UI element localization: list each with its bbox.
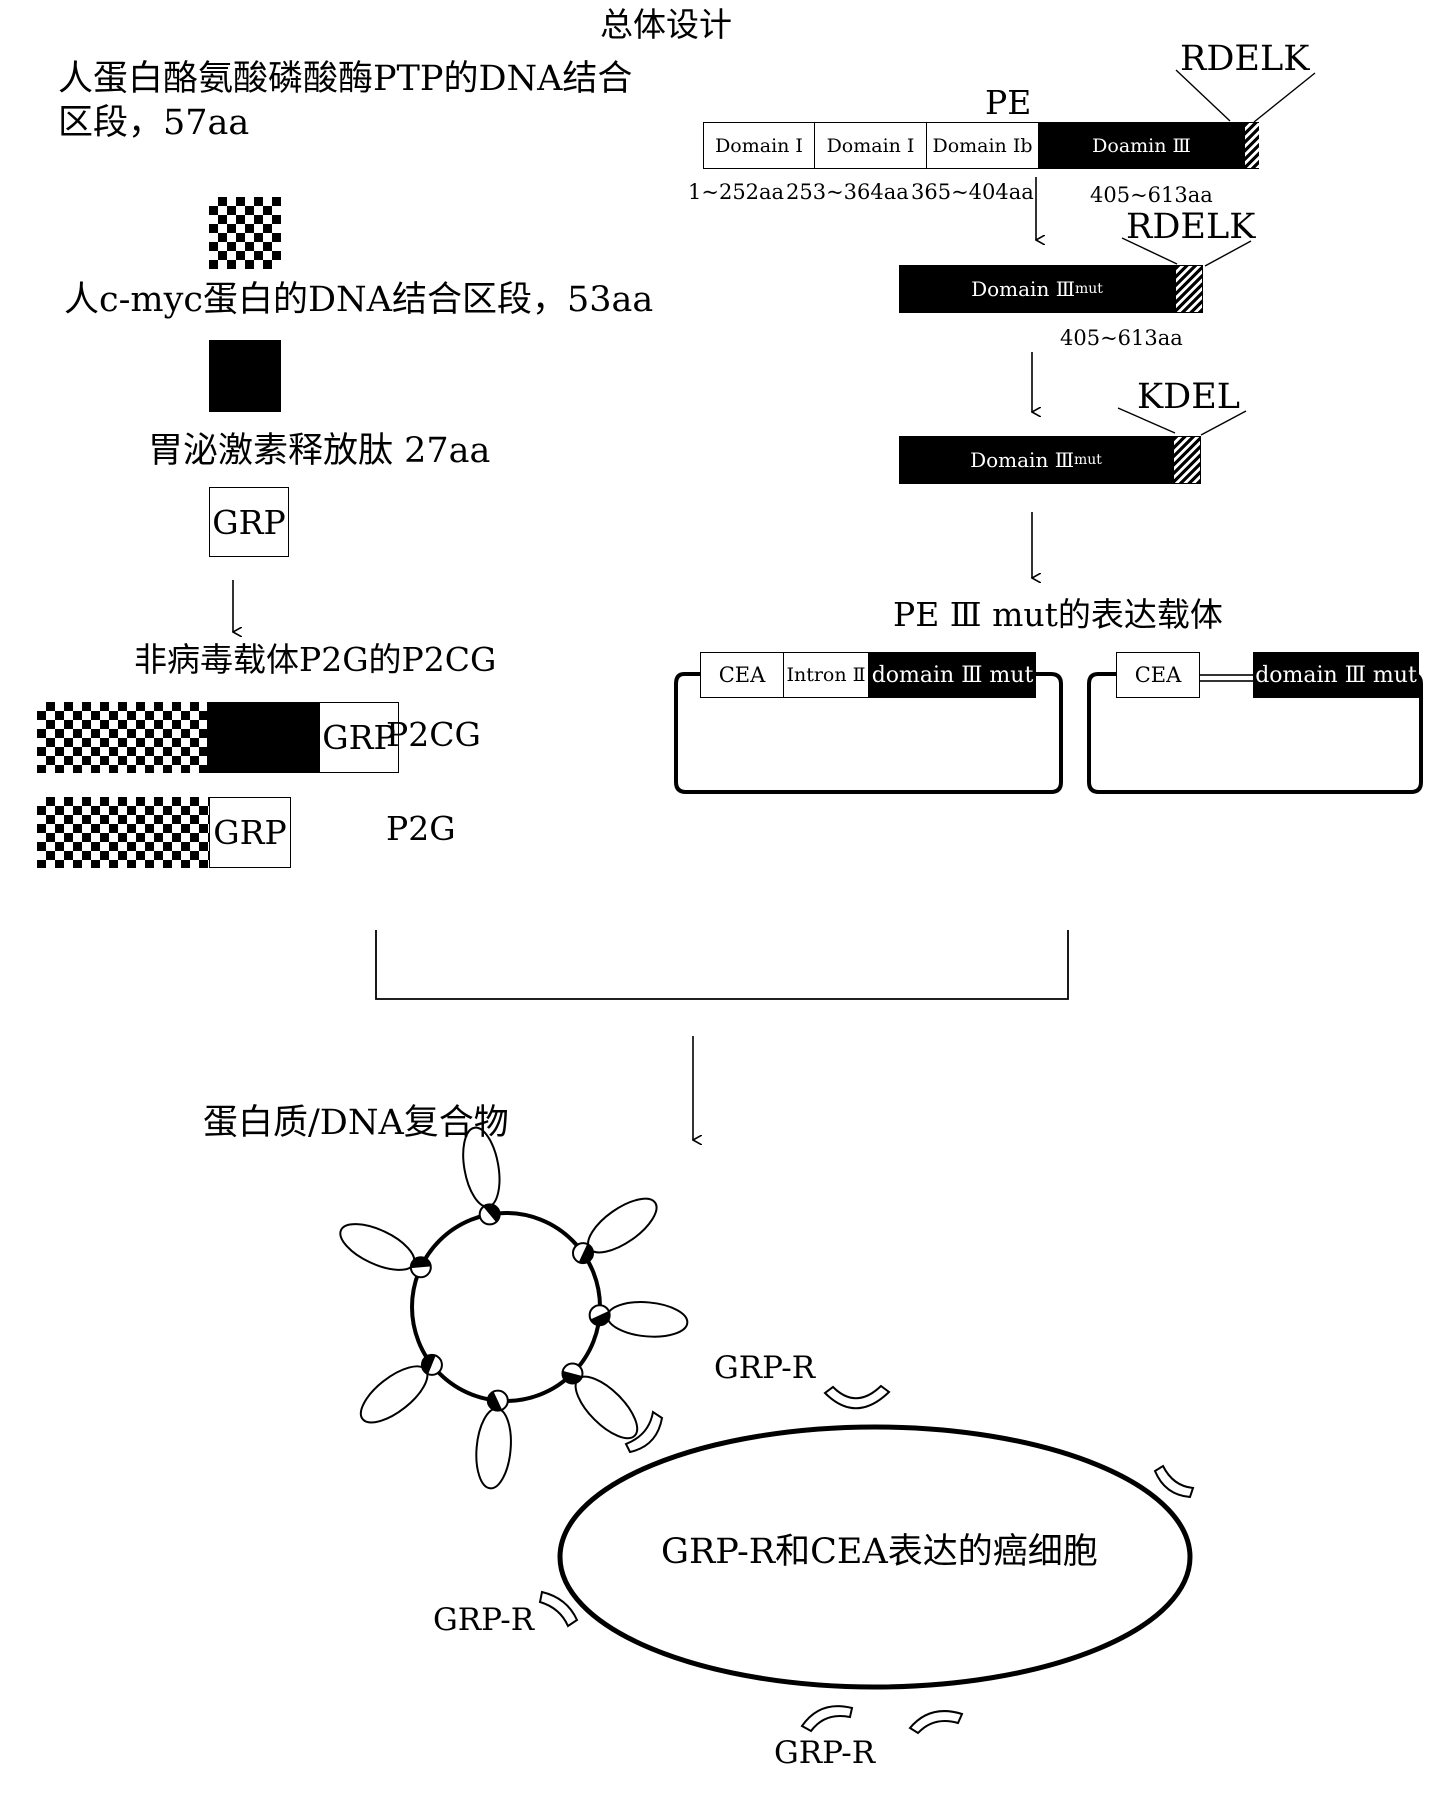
p2cg-ptp-segment [37, 702, 207, 773]
plasmid-2-loop [1087, 672, 1423, 794]
plasmid-1-domain: domain Ⅲ mut [869, 652, 1036, 698]
p2cg-grp-segment: GRP [319, 702, 399, 773]
p2g-ptp-segment [37, 797, 209, 868]
cancer-cell [557, 1424, 1193, 1690]
domain3-mut-1-label: Domain Ⅲ [971, 277, 1075, 301]
domain-3-label: Doamin Ⅲ [1092, 134, 1191, 157]
domain-ib-segment: Domain Ib [927, 123, 1038, 168]
grp-r-label-left: GRP-R [433, 1602, 535, 1638]
grp-box: GRP [209, 487, 289, 557]
range-3: 365~404aa [911, 180, 1034, 204]
kdel-callout-line-right [1200, 410, 1247, 436]
p2cg-name: P2CG [386, 715, 481, 754]
p2cg-construct: GRP [37, 702, 399, 773]
ptp-checker-swatch [209, 197, 281, 269]
receptor-left [538, 1590, 579, 1628]
p2g-construct: GRP [37, 797, 291, 868]
plasmid-1-cea-label: CEA [718, 663, 766, 687]
plasmid-1-intron-label: Intron Ⅱ [786, 664, 866, 686]
plasmid-2-cea-label: CEA [1134, 663, 1182, 687]
domain-2-label: Domain I [826, 134, 915, 157]
domain-2-segment: Domain I [815, 123, 927, 168]
cancer-cell-label: GRP-R和CEA表达的癌细胞 [661, 1532, 1098, 1572]
ptp-label-line2: 区段，57aa [58, 103, 250, 143]
domain-ib-label: Domain Ib [932, 134, 1033, 157]
domain3-mut-1-sub: mut [1074, 281, 1103, 297]
plasmid-1-intron: Intron Ⅱ [784, 652, 869, 698]
domain3-mut-2-label: Domain Ⅲ [970, 448, 1074, 472]
grp-r-receptors [538, 1384, 1195, 1735]
receptor-bottom-1 [800, 1705, 854, 1733]
plasmid-1-domain-label: domain Ⅲ mut [871, 662, 1034, 688]
pe-domain-bar: Domain I Domain I Domain Ib Doamin Ⅲ [703, 122, 1259, 169]
p2g-grp-label: GRP [213, 813, 287, 852]
grp-peptide-label: 胃泌激素释放肽 27aa [148, 431, 491, 471]
vector-title-right: PE Ⅲ mut的表达载体 [893, 595, 1223, 634]
plasmid-1-loop [674, 672, 1063, 794]
domain3-mut-2-sub: mut [1073, 452, 1102, 468]
range-1: 1~252aa [688, 180, 785, 204]
receptor-bottom-2 [908, 1710, 964, 1735]
p2g-grp-segment: GRP [209, 797, 291, 868]
p2g-name: P2G [386, 809, 456, 848]
rdelk2-callout-line-left [1121, 237, 1178, 265]
grp-box-label: GRP [212, 502, 286, 542]
rdelk-tail-segment [1245, 123, 1259, 168]
complex-ligand-4 [561, 1362, 639, 1440]
domain3-mut-1-tail [1175, 265, 1203, 313]
complex-ligand-1 [462, 1126, 501, 1226]
range-2: 253~364aa [786, 180, 909, 204]
vector-title-left: 非病毒载体P2G的P2CG [134, 640, 497, 679]
plasmid-1-cea: CEA [700, 652, 784, 698]
plasmid-2-cea: CEA [1116, 652, 1200, 698]
cmyc-label: 人c-myc蛋白的DNA结合区段，53aa [64, 280, 654, 320]
complex-ligand-5 [475, 1389, 512, 1490]
cmyc-black-swatch [209, 340, 281, 412]
grp-r-label-top: GRP-R [714, 1350, 816, 1386]
plasmid-1-loop-inner [681, 679, 1056, 787]
complex-ligand-7 [339, 1223, 432, 1279]
plasmid-1-construct: CEA Intron Ⅱ domain Ⅲ mut [700, 652, 1036, 698]
merge-bracket [375, 930, 1069, 1000]
domain-1-label: Domain I [715, 134, 803, 157]
complex-ligand-3 [588, 1301, 689, 1338]
rdelk-label-2: RDELK [1126, 207, 1256, 247]
p2cg-grp-label: GRP [322, 718, 396, 757]
ptp-label-line1: 人蛋白酪氨酸磷酸酶PTP的DNA结合 [58, 59, 633, 99]
complex-ligand-6 [359, 1353, 443, 1424]
rdelk2-callout-line-right [1204, 240, 1252, 267]
receptor-top [823, 1384, 891, 1410]
complex-ligand-2 [572, 1197, 658, 1265]
diagram-title: 总体设计 [600, 5, 732, 44]
plasmid-2-domain: domain Ⅲ mut [1253, 652, 1419, 698]
grp-r-label-bottom: GRP-R [774, 1735, 876, 1771]
p2cg-cmyc-segment [207, 702, 319, 773]
rdelk-callout-line-right [1253, 72, 1316, 123]
domain-1-segment: Domain I [704, 123, 815, 168]
pe-label: PE [985, 83, 1032, 122]
rdelk-label-1: RDELK [1180, 39, 1310, 79]
domain-3-segment: Doamin Ⅲ [1038, 123, 1245, 168]
receptor-upper-left [624, 1410, 664, 1454]
rdelk-callout-line-left [1175, 69, 1231, 122]
plasmid-2-domain-label: domain Ⅲ mut [1255, 662, 1417, 688]
kdel-callout-line-left [1117, 407, 1176, 434]
complex-label: 蛋白质/DNA复合物 [203, 1103, 509, 1143]
receptor-right [1153, 1464, 1195, 1499]
kdel-label: KDEL [1137, 377, 1241, 417]
domain3-mut-2-tail [1173, 436, 1201, 484]
mut-range: 405~613aa [1060, 326, 1183, 350]
range-4: 405~613aa [1090, 183, 1213, 207]
